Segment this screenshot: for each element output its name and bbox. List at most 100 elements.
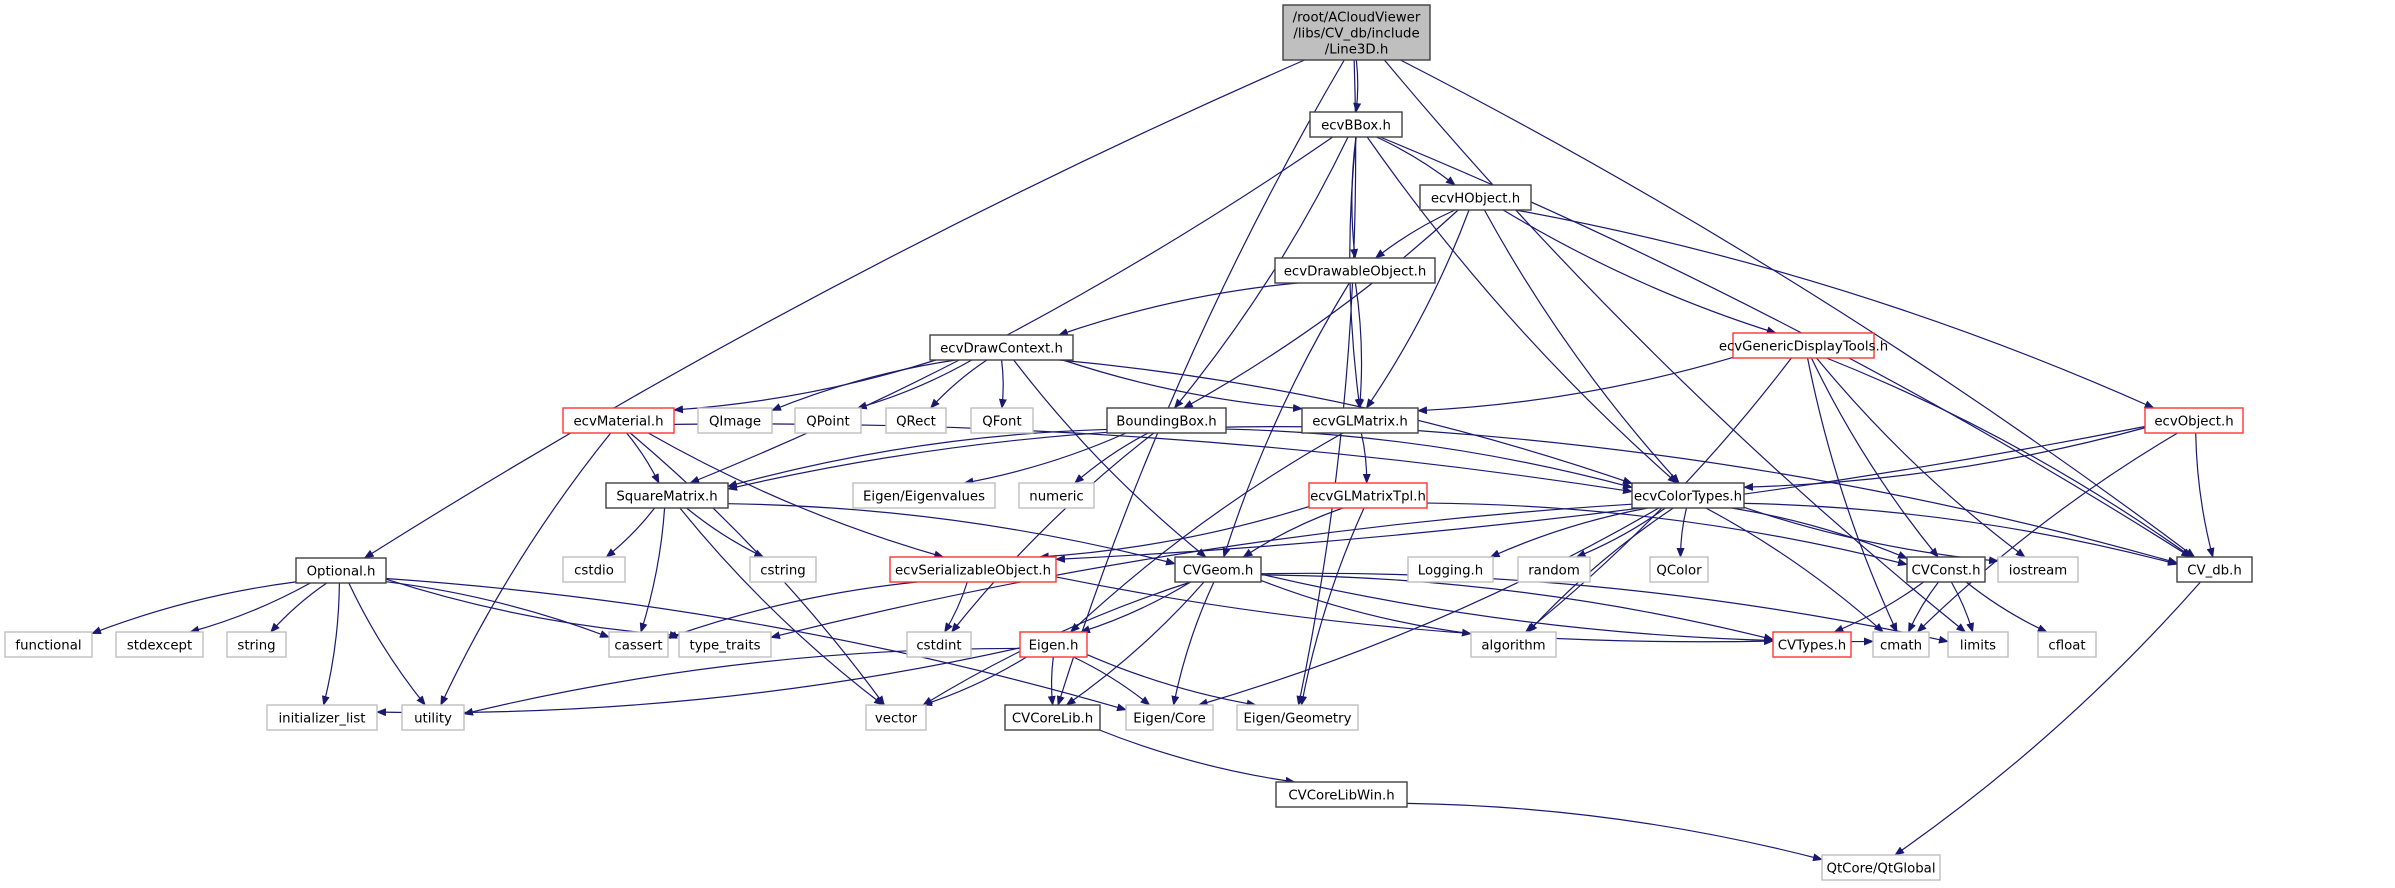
node-qimage[interactable]: QImage: [697, 407, 773, 434]
node-line3d[interactable]: /root/ACloudViewer/libs/CV_db/include/Li…: [1282, 4, 1431, 61]
node-limits[interactable]: limits: [1947, 631, 2009, 658]
node-eigenH[interactable]: Eigen.h: [1019, 631, 1088, 658]
node-box[interactable]: [1106, 407, 1227, 434]
node-initializerList[interactable]: initializer_list: [266, 704, 378, 731]
node-eigenGeometry[interactable]: Eigen/Geometry: [1236, 704, 1359, 731]
node-qrect[interactable]: QRect: [885, 407, 947, 434]
node-box[interactable]: [885, 407, 947, 434]
node-box[interactable]: [266, 704, 378, 731]
node-box[interactable]: [608, 631, 669, 658]
node-squareMatrix[interactable]: SquareMatrix.h: [605, 482, 729, 509]
node-box[interactable]: [1649, 556, 1709, 583]
node-box[interactable]: [1308, 482, 1428, 509]
node-eigenCore[interactable]: Eigen/Core: [1125, 704, 1214, 731]
node-ecvColorTypes[interactable]: ecvColorTypes.h: [1631, 482, 1745, 509]
node-box[interactable]: [749, 556, 817, 583]
node-string[interactable]: string: [226, 631, 287, 658]
node-qfont[interactable]: QFont: [970, 407, 1034, 434]
node-box[interactable]: [970, 407, 1034, 434]
node-ecvGLMatrix[interactable]: ecvGLMatrix.h: [1301, 407, 1419, 434]
node-ecvMaterial[interactable]: ecvMaterial.h: [562, 407, 675, 434]
node-optional[interactable]: Optional.h: [295, 557, 387, 584]
node-box[interactable]: [1174, 556, 1262, 583]
node-box[interactable]: [1631, 482, 1745, 509]
node-cstdio[interactable]: cstdio: [562, 556, 626, 583]
node-stdexcept[interactable]: stdexcept: [115, 631, 204, 658]
node-qtGlobal[interactable]: QtCore/QtGlobal: [1821, 854, 1941, 881]
node-box[interactable]: [906, 631, 972, 658]
node-ecvGenericDisplayTools[interactable]: ecvGenericDisplayTools.h: [1719, 332, 1888, 359]
node-box[interactable]: [2144, 407, 2244, 434]
node-box[interactable]: [1419, 184, 1532, 211]
node-box[interactable]: [929, 334, 1074, 361]
node-box[interactable]: [605, 482, 729, 509]
node-box[interactable]: [1275, 781, 1408, 808]
node-random[interactable]: random: [1517, 556, 1591, 583]
node-box[interactable]: [1282, 4, 1431, 61]
node-cvTypes[interactable]: CVTypes.h: [1772, 631, 1852, 658]
node-ecvDrawContext[interactable]: ecvDrawContext.h: [929, 334, 1074, 361]
node-box[interactable]: [1997, 556, 2079, 583]
node-cfloat[interactable]: cfloat: [2037, 631, 2097, 658]
node-cassert[interactable]: cassert: [608, 631, 669, 658]
node-ecvSerializableObject[interactable]: ecvSerializableObject.h: [889, 556, 1057, 583]
node-box[interactable]: [1274, 257, 1436, 284]
node-cstring[interactable]: cstring: [749, 556, 817, 583]
node-box[interactable]: [1772, 631, 1852, 658]
node-box[interactable]: [697, 407, 773, 434]
node-box[interactable]: [1407, 556, 1494, 583]
node-vector[interactable]: vector: [865, 704, 927, 731]
node-box[interactable]: [1906, 556, 1986, 583]
node-typeTraits[interactable]: type_traits: [678, 631, 772, 658]
node-cvDb[interactable]: CV_db.h: [2176, 556, 2253, 583]
node-box[interactable]: [2037, 631, 2097, 658]
node-box[interactable]: [1947, 631, 2009, 658]
node-box[interactable]: [1517, 556, 1591, 583]
node-functional[interactable]: functional: [4, 631, 93, 658]
node-qpoint[interactable]: QPoint: [794, 407, 862, 434]
node-box[interactable]: [1732, 332, 1875, 359]
node-box[interactable]: [678, 631, 772, 658]
node-box[interactable]: [562, 556, 626, 583]
node-ecvBBox[interactable]: ecvBBox.h: [1309, 111, 1403, 138]
node-box[interactable]: [1236, 704, 1359, 731]
node-box[interactable]: [1125, 704, 1214, 731]
node-box[interactable]: [115, 631, 204, 658]
node-cvCoreLibWin[interactable]: CVCoreLibWin.h: [1275, 781, 1408, 808]
node-box[interactable]: [226, 631, 287, 658]
node-ecvObject[interactable]: ecvObject.h: [2144, 407, 2244, 434]
node-ecvDrawableObject[interactable]: ecvDrawableObject.h: [1274, 257, 1436, 284]
node-box[interactable]: [1019, 631, 1088, 658]
node-box[interactable]: [1004, 704, 1101, 731]
node-iostream[interactable]: iostream: [1997, 556, 2079, 583]
node-box[interactable]: [1470, 631, 1557, 658]
node-ecvGLMatrixTpl[interactable]: ecvGLMatrixTpl.h: [1308, 482, 1428, 509]
node-box[interactable]: [1821, 854, 1941, 881]
node-cvGeom[interactable]: CVGeom.h: [1174, 556, 1262, 583]
node-box[interactable]: [295, 557, 387, 584]
node-box[interactable]: [1872, 631, 1930, 658]
node-box[interactable]: [4, 631, 93, 658]
node-box[interactable]: [2176, 556, 2253, 583]
node-box[interactable]: [1018, 482, 1095, 509]
node-cvCoreLib[interactable]: CVCoreLib.h: [1004, 704, 1101, 731]
node-box[interactable]: [865, 704, 927, 731]
node-logging[interactable]: Logging.h: [1407, 556, 1494, 583]
node-ecvHObject[interactable]: ecvHObject.h: [1419, 184, 1532, 211]
node-cmath[interactable]: cmath: [1872, 631, 1930, 658]
node-box[interactable]: [794, 407, 862, 434]
node-box[interactable]: [562, 407, 675, 434]
node-box[interactable]: [1309, 111, 1403, 138]
node-box[interactable]: [401, 704, 465, 731]
node-utility[interactable]: utility: [401, 704, 465, 731]
node-algorithm[interactable]: algorithm: [1470, 631, 1557, 658]
node-numeric[interactable]: numeric: [1018, 482, 1095, 509]
node-boundingBox[interactable]: BoundingBox.h: [1106, 407, 1227, 434]
node-cstdint[interactable]: cstdint: [906, 631, 972, 658]
node-box[interactable]: [852, 482, 996, 509]
node-box[interactable]: [889, 556, 1057, 583]
node-cvConst[interactable]: CVConst.h: [1906, 556, 1986, 583]
node-box[interactable]: [1301, 407, 1419, 434]
node-qcolor[interactable]: QColor: [1649, 556, 1709, 583]
node-eigenvalues[interactable]: Eigen/Eigenvalues: [852, 482, 996, 509]
